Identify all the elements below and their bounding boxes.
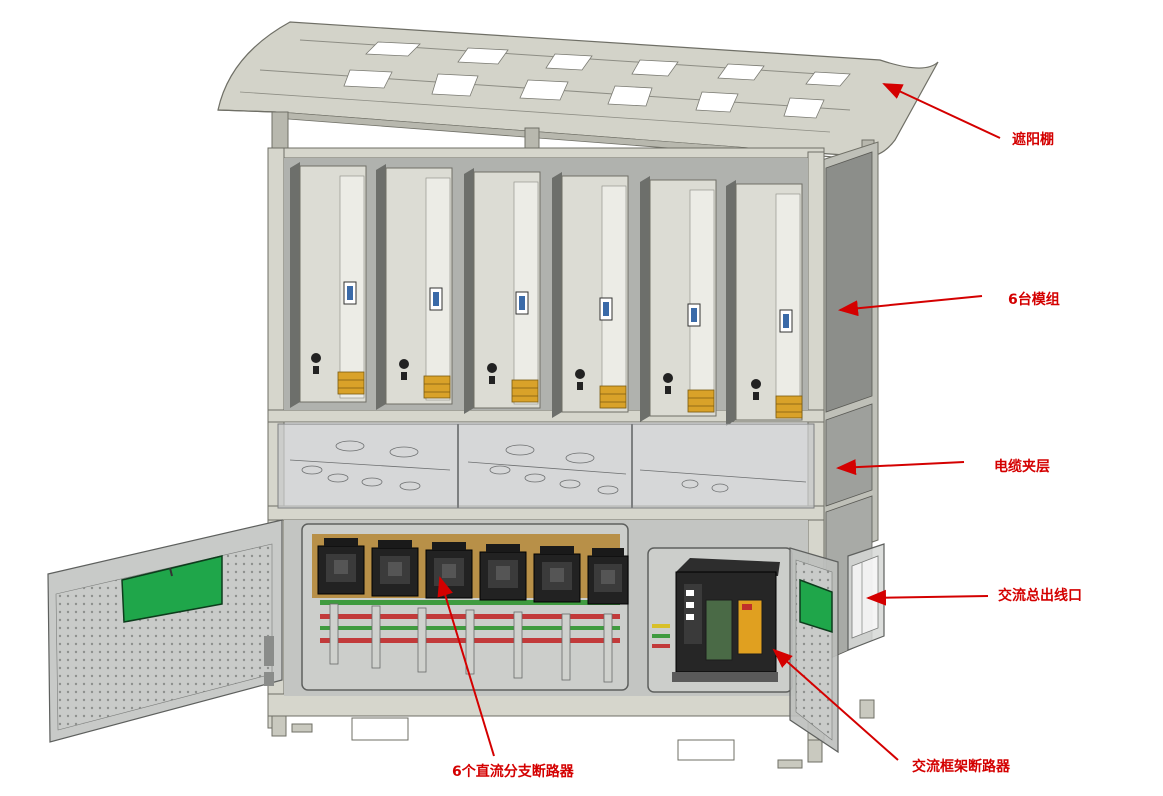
dc-breaker-5 xyxy=(533,546,581,603)
dc-branch-breakers xyxy=(317,538,629,605)
left-door xyxy=(47,519,283,743)
cabinet-frame xyxy=(267,141,879,743)
module-4 xyxy=(552,172,629,418)
module-1 xyxy=(290,162,367,408)
dc-breaker-1 xyxy=(317,538,365,595)
module-5 xyxy=(640,176,717,422)
ac-outlet-box xyxy=(847,543,885,651)
callout-sunshade-label: 遮阳棚 xyxy=(1012,132,1054,148)
callout-cable-layer-label: 电缆夹层 xyxy=(994,459,1050,475)
arrow-modules xyxy=(838,295,983,317)
cable-layer xyxy=(277,423,815,509)
sunshade-roof xyxy=(217,21,939,159)
callout-modules-label: 6台模组 xyxy=(1008,292,1060,308)
callout-ac-breaker-label: 交流框架断路器 xyxy=(912,759,1010,775)
module-3 xyxy=(464,168,541,414)
callout-arrows xyxy=(437,83,1001,761)
ac-frame-breaker xyxy=(672,558,780,682)
callout-ac-outlet-label: 交流总出线口 xyxy=(998,588,1082,604)
right-door xyxy=(789,547,839,754)
arrow-ac-breaker xyxy=(772,648,899,761)
arrow-dc-breakers xyxy=(437,576,495,757)
power-modules xyxy=(290,162,803,426)
arrow-ac-outlet xyxy=(866,589,989,606)
dc-breaker-3 xyxy=(425,542,473,599)
roof-skylights xyxy=(343,41,851,119)
arrow-cable-layer xyxy=(836,459,965,476)
cabinet-legs xyxy=(271,699,875,769)
busbars xyxy=(320,600,670,683)
dc-breaker-6 xyxy=(587,548,629,605)
dc-breaker-2 xyxy=(371,540,419,597)
module-6 xyxy=(726,180,803,426)
dc-breaker-4 xyxy=(479,544,527,601)
arrow-sunshade xyxy=(882,83,1001,139)
module-2 xyxy=(376,164,453,410)
callout-dc-breakers-label: 6个直流分支断路器 xyxy=(452,764,574,780)
